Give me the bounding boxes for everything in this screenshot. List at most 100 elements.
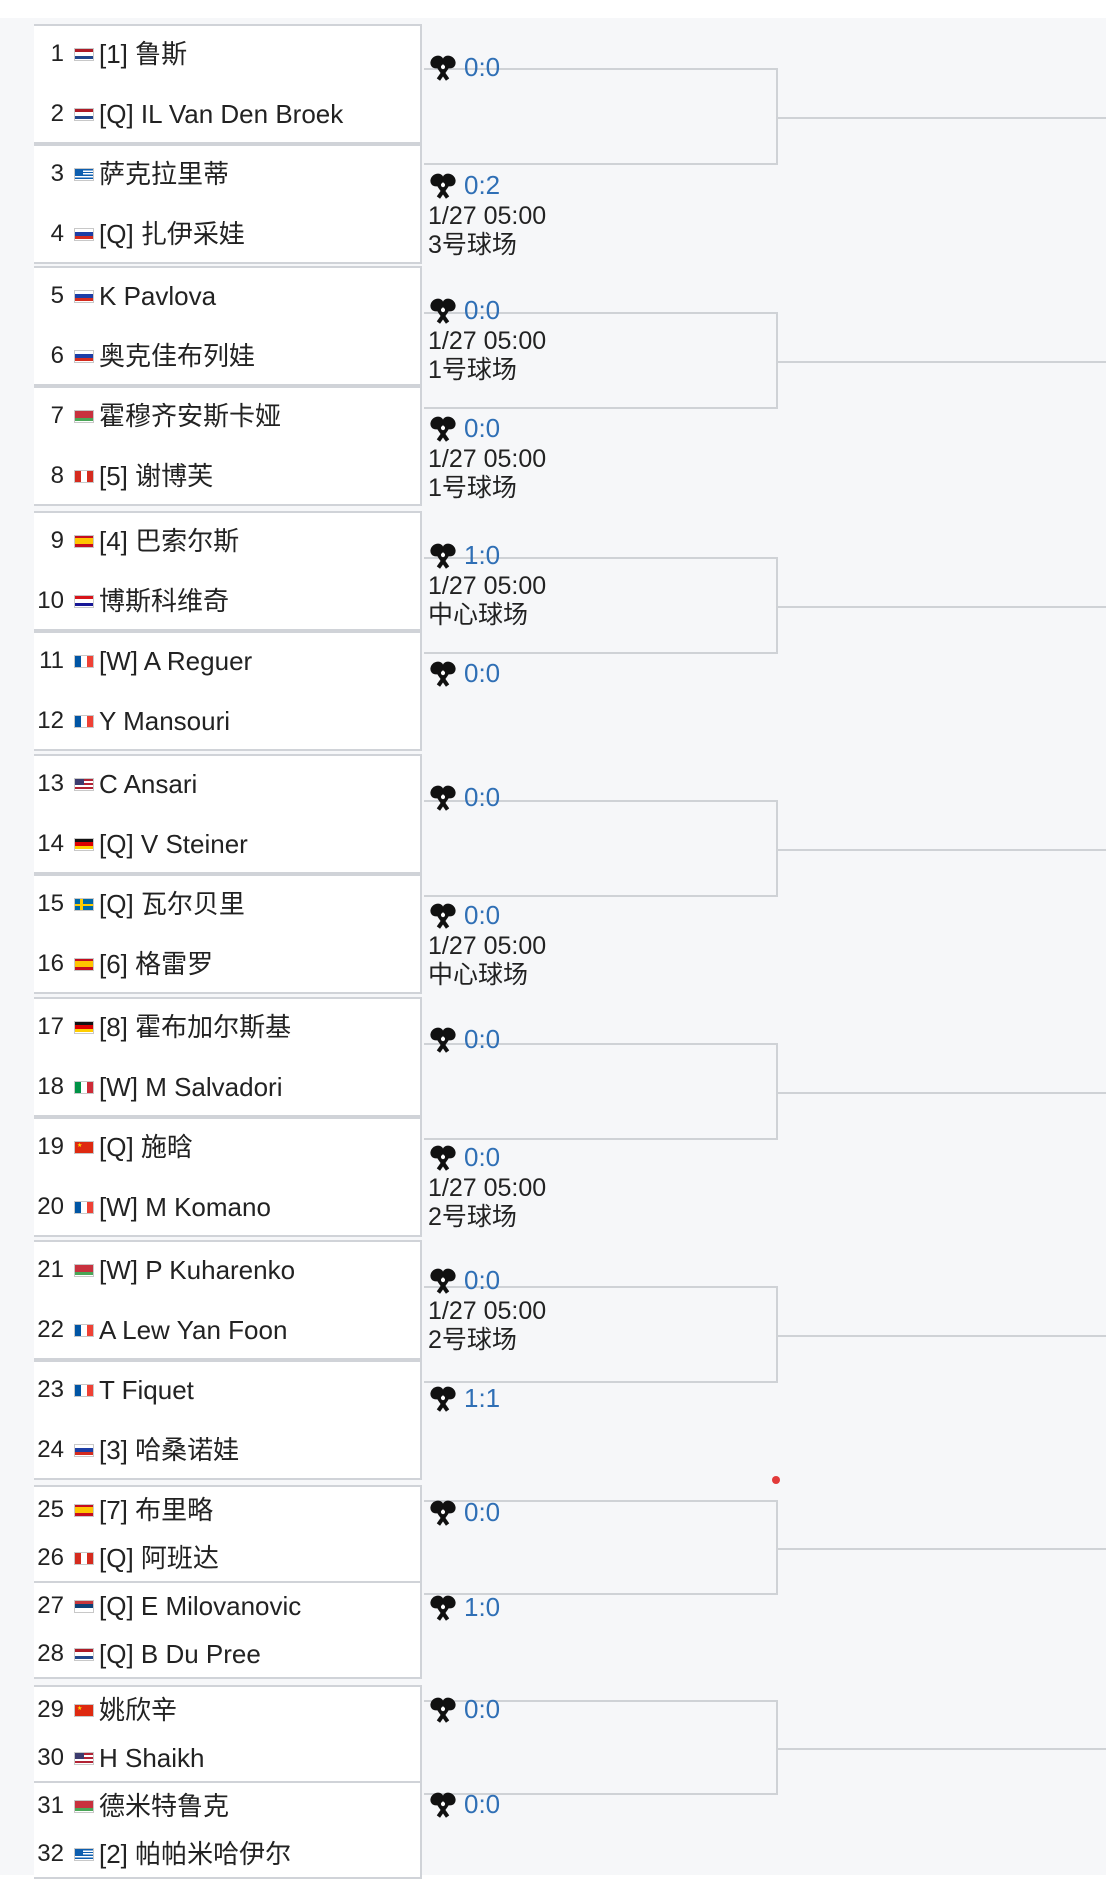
tennis-racket-icon [428,415,458,443]
score-value[interactable]: 0:0 [464,1694,501,1724]
score-value[interactable]: 0:0 [464,1497,501,1527]
score-value[interactable]: 1:1 [464,1383,501,1413]
bracket-connector [424,800,778,897]
match-card[interactable] [34,1360,422,1480]
player-row[interactable]: 1[1] 鲁斯 [34,25,422,83]
score-value[interactable]: 0:0 [464,413,501,443]
match-card[interactable] [34,1117,422,1237]
tennis-racket-icon [428,1696,458,1724]
bracket-connector [424,68,778,165]
score-value[interactable]: 0:0 [464,782,501,812]
player-row[interactable]: 21[W] P Kuharenko [34,1241,422,1299]
match-card[interactable] [34,266,422,386]
player-row[interactable]: 15[Q] 瓦尔贝里 [34,875,422,933]
bracket-next-round-line [778,1547,1106,1550]
draw-position: 4 [50,220,64,247]
tennis-racket-icon [428,1144,458,1172]
draw-position: 26 [37,1544,64,1571]
player-name: 姚欣辛 [99,1695,178,1725]
draw-position: 5 [50,282,64,309]
flag-ru-icon [74,349,94,363]
draw-position: 23 [37,1376,64,1403]
player-name: [Q] E Milovanovic [99,1591,302,1621]
match-card[interactable] [34,386,422,506]
score-value[interactable]: 1:0 [464,1592,501,1622]
player-row[interactable]: 18[W] M Salvadori [34,1058,422,1116]
match-card[interactable] [34,24,422,144]
score-value[interactable]: 0:0 [464,1024,501,1054]
player-row[interactable]: 9[4] 巴索尔斯 [34,512,422,570]
player-row[interactable]: 16[6] 格雷罗 [34,935,422,993]
match-card[interactable] [34,874,422,994]
player-row[interactable]: 14[Q] V Steiner [34,815,422,873]
player-name: 霍穆齐安斯卡娅 [99,401,282,431]
score-value[interactable]: 0:0 [464,1789,501,1819]
match-court: 3号球场 [428,231,517,259]
match-card[interactable] [34,1240,422,1360]
player-row[interactable]: 4[Q] 扎伊采娃 [34,205,422,263]
flag-de-icon [74,837,94,851]
tennis-racket-icon [428,54,458,82]
player-row[interactable]: 32[2] 帕帕米哈伊尔 [34,1830,422,1878]
flag-it-icon [74,1080,94,1094]
score-value[interactable]: 0:0 [464,900,501,930]
score-value[interactable]: 0:0 [464,1265,501,1295]
match-card[interactable] [34,997,422,1117]
score-value[interactable]: 0:0 [464,1142,501,1172]
player-name: 奥克佳布列娃 [99,341,256,371]
player-name: [Q] IL Van Den Broek [99,99,344,129]
player-row[interactable]: 19★[Q] 施晗 [34,1118,422,1176]
flag-nl-icon [74,47,94,61]
bracket-next-round-line [778,848,1106,851]
match-time: 1/27 05:00 [428,572,547,600]
bracket-connector [424,1700,778,1795]
flag-es-icon [74,534,94,548]
score-value[interactable]: 0:0 [464,295,501,325]
draw-position: 11 [39,647,64,674]
player-name: [7] 布里略 [99,1495,214,1525]
score-value[interactable]: 0:0 [464,658,501,688]
match-card[interactable] [34,631,422,751]
match-court: 中心球场 [428,601,529,629]
player-row[interactable]: 24[3] 哈桑诺娃 [34,1421,422,1479]
match-card[interactable] [34,1685,422,1783]
player-row[interactable]: 2[Q] IL Van Den Broek [34,85,422,143]
score-value[interactable]: 0:0 [464,52,501,82]
draw-position: 14 [37,830,64,857]
match-card[interactable] [34,754,422,874]
player-row[interactable]: 8[5] 谢博芙 [34,447,422,505]
match-card[interactable] [34,1581,422,1679]
player-row[interactable]: 17[8] 霍布加尔斯基 [34,998,422,1056]
player-row[interactable]: 26[Q] 阿班达 [34,1534,422,1582]
player-name: [Q] 瓦尔贝里 [99,889,245,919]
match-card[interactable] [34,1781,422,1879]
draw-position: 13 [37,770,64,797]
match-card[interactable] [34,144,422,264]
player-row[interactable]: 25[7] 布里略 [34,1486,422,1534]
player-row[interactable]: 11[W] A Reguer [34,632,422,690]
player-row[interactable]: 27[Q] E Milovanovic [34,1582,422,1630]
player-row[interactable]: 29★姚欣辛 [34,1686,422,1734]
player-name: [W] P Kuharenko [99,1255,296,1285]
score-value[interactable]: 0:2 [464,170,501,200]
player-row[interactable]: 20[W] M Komano [34,1178,422,1236]
match-card[interactable] [34,511,422,631]
tennis-racket-icon [428,1594,458,1622]
player-row[interactable]: 28[Q] B Du Pree [34,1630,422,1678]
score-value[interactable]: 1:0 [464,540,501,570]
match-card[interactable] [34,1485,422,1583]
player-name: [Q] B Du Pree [99,1639,261,1669]
